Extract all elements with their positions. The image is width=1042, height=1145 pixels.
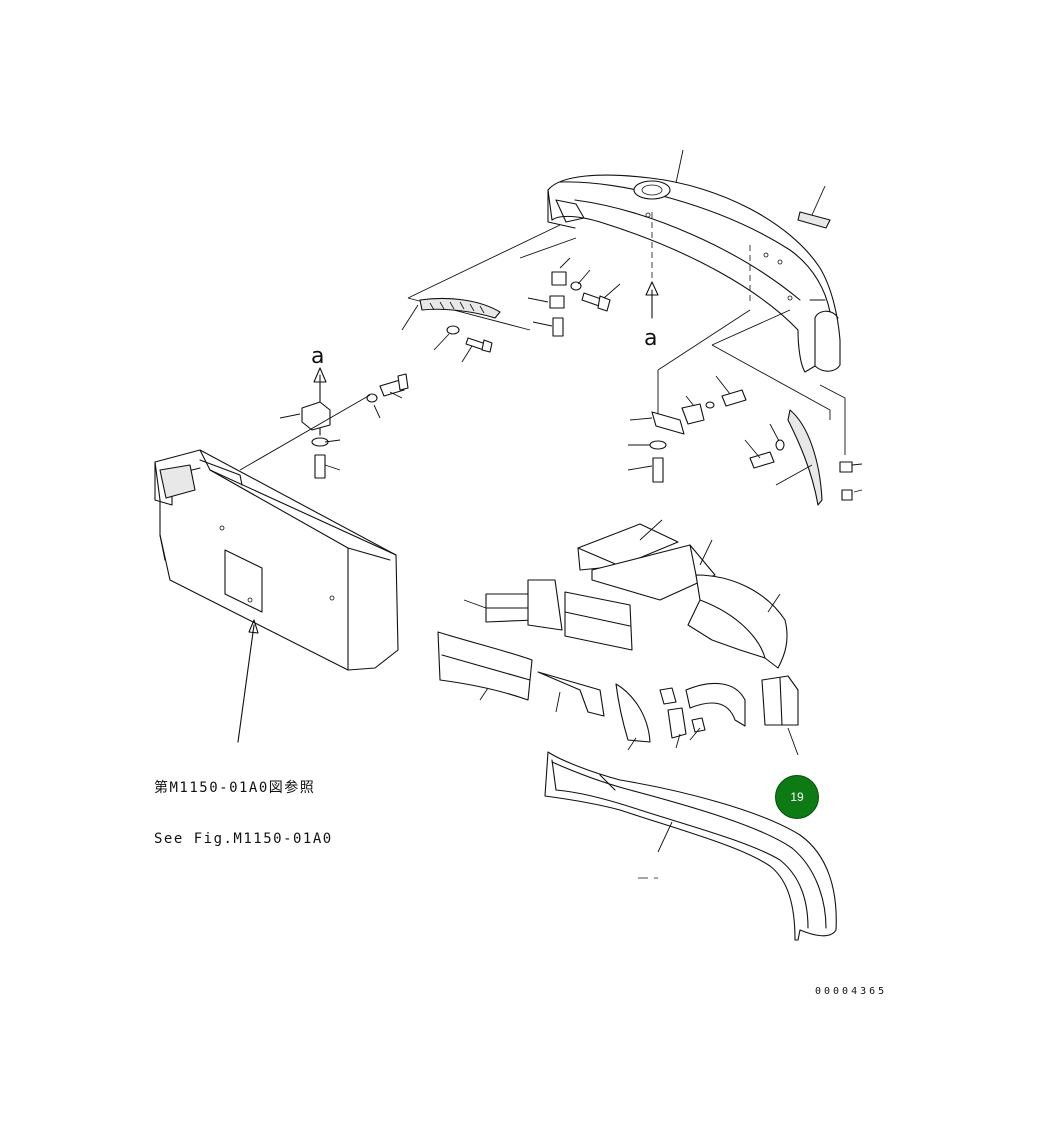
upper-cover-assembly [547,149,841,373]
callout-badge[interactable]: 19 [775,775,819,819]
reference-note: 第M1150-01A0図参照 See Fig.M1150-01A0 [154,746,333,865]
right-bracket-parts [627,309,863,506]
mid-left-bracket [239,373,409,479]
insulation-pads [437,519,799,756]
seal-strip-part [797,185,831,229]
side-panel-assembly [154,449,399,671]
seal-frame [544,751,837,941]
view-label-a-center: a [644,326,658,351]
reference-note-japanese: 第M1150-01A0図参照 [154,780,316,796]
reference-note-english: See Fig.M1150-01A0 [154,831,333,847]
drawing-number: 00004365 [815,986,888,997]
callout-number: 19 [790,790,804,804]
view-label-a-left: a [311,344,325,369]
left-bracket-parts [401,224,621,363]
